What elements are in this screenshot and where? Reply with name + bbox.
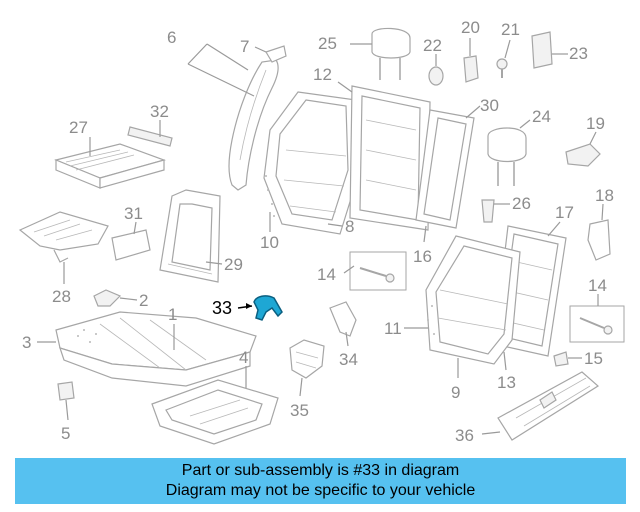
callout-14b: 14 bbox=[588, 276, 607, 295]
info-banner: Part or sub-assembly is #33 in diagram D… bbox=[15, 458, 626, 504]
callout-28: 28 bbox=[52, 287, 71, 306]
callout-14a: 14 bbox=[317, 265, 336, 284]
callout-15: 15 bbox=[584, 349, 603, 368]
part-6-side-bolster[interactable] bbox=[187, 43, 279, 191]
callout-27: 27 bbox=[69, 118, 88, 137]
part-1-seat-cushion[interactable] bbox=[37, 311, 257, 387]
part-35-bracket[interactable] bbox=[289, 339, 325, 397]
banner-line-2: Diagram may not be specific to your vehi… bbox=[165, 482, 476, 499]
part-32-label[interactable] bbox=[127, 120, 173, 147]
callout-31: 31 bbox=[124, 204, 143, 223]
callout-24: 24 bbox=[532, 107, 551, 126]
part-36-armrest[interactable] bbox=[481, 371, 600, 441]
callout-1: 1 bbox=[168, 305, 177, 324]
callout-29: 29 bbox=[224, 255, 243, 274]
banner-line-1: Part or sub-assembly is #33 in diagram bbox=[181, 462, 460, 479]
callout-8: 8 bbox=[345, 217, 354, 236]
callout-13: 13 bbox=[497, 373, 516, 392]
callout-22: 22 bbox=[423, 36, 442, 55]
callout-21: 21 bbox=[501, 20, 520, 39]
part-26-plug[interactable] bbox=[481, 199, 510, 223]
part-8-seat-back[interactable] bbox=[263, 91, 359, 235]
part-24-headrest[interactable] bbox=[487, 119, 531, 186]
callout-33: 33 bbox=[212, 298, 232, 318]
part-31-pad[interactable] bbox=[111, 221, 151, 261]
part-4-seat-frame[interactable] bbox=[151, 366, 279, 445]
part-15-knob[interactable] bbox=[553, 351, 582, 367]
part-28-bracket[interactable] bbox=[18, 211, 109, 284]
part-13-leadline bbox=[503, 351, 507, 371]
part-9-seat-back[interactable] bbox=[404, 235, 521, 378]
part-5-clip[interactable] bbox=[57, 381, 75, 421]
part-14-screw-kit-a[interactable] bbox=[343, 251, 407, 291]
callout-18: 18 bbox=[595, 186, 614, 205]
callout-23: 23 bbox=[569, 44, 588, 63]
part-19-clip[interactable] bbox=[565, 131, 601, 167]
part-34-bracket[interactable] bbox=[329, 301, 357, 347]
callout-11: 11 bbox=[384, 319, 402, 338]
part-2-clip[interactable] bbox=[93, 289, 138, 307]
callout-4: 4 bbox=[239, 348, 248, 367]
part-14-screw-kit-b[interactable] bbox=[569, 294, 625, 343]
part-12-back-frame[interactable] bbox=[337, 81, 431, 231]
callout-9: 9 bbox=[451, 383, 460, 402]
part-18-bracket[interactable] bbox=[587, 203, 611, 261]
callout-6: 6 bbox=[167, 28, 176, 47]
part-25-headrest[interactable] bbox=[350, 27, 411, 80]
callout-19: 19 bbox=[586, 114, 605, 133]
part-22-cap[interactable] bbox=[428, 54, 444, 86]
callout-3: 3 bbox=[22, 333, 31, 352]
callout-34: 34 bbox=[339, 350, 358, 369]
callout-17: 17 bbox=[555, 203, 574, 222]
callout-7: 7 bbox=[240, 37, 249, 56]
part-29-frame[interactable] bbox=[159, 189, 223, 283]
callout-5: 5 bbox=[61, 424, 70, 443]
callout-36: 36 bbox=[455, 426, 474, 445]
callout-32: 32 bbox=[150, 102, 169, 121]
part-23-cover[interactable] bbox=[531, 31, 568, 69]
callout-12: 12 bbox=[313, 65, 332, 84]
callout-25: 25 bbox=[318, 34, 337, 53]
part-33-highlighted[interactable] bbox=[237, 295, 283, 321]
part-7-clip[interactable] bbox=[254, 45, 287, 63]
part-16-leadline bbox=[423, 225, 427, 243]
callout-10: 10 bbox=[260, 233, 279, 252]
part-30-back-panel[interactable] bbox=[415, 105, 481, 229]
callout-30: 30 bbox=[480, 96, 499, 115]
part-20-guide[interactable] bbox=[463, 38, 479, 83]
callout-2: 2 bbox=[139, 291, 148, 310]
callout-35: 35 bbox=[290, 401, 309, 420]
callout-16: 16 bbox=[413, 247, 432, 266]
callout-26: 26 bbox=[512, 194, 531, 213]
part-21-screw[interactable] bbox=[496, 39, 511, 78]
part-27-pad[interactable] bbox=[54, 137, 166, 189]
callout-20: 20 bbox=[461, 18, 480, 37]
